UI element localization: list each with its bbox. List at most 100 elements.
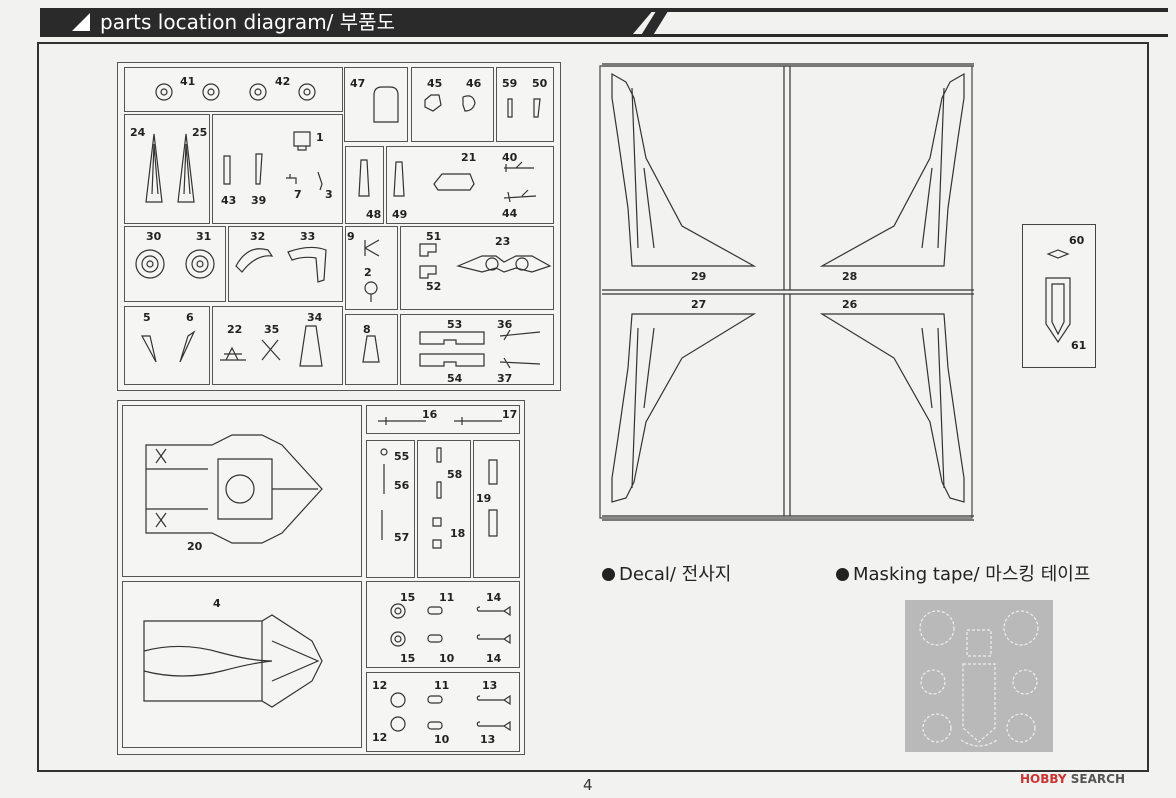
part-47-canopy xyxy=(373,86,399,123)
parts-49-21-40-44 xyxy=(393,161,537,203)
parts-1-43-39-7-3 xyxy=(223,131,323,191)
part-label-2: 2 xyxy=(364,266,372,279)
parts-51-52-23 xyxy=(419,243,552,279)
part-label-36: 36 xyxy=(497,318,513,331)
sprue-b-cell-4 xyxy=(122,581,362,748)
sprue-a-cell-51-23 xyxy=(400,226,554,310)
part-48 xyxy=(358,159,370,197)
sprue-b-cell-16-17 xyxy=(366,405,520,434)
sprue-a-cell-30-31 xyxy=(124,226,226,302)
part-label-7: 7 xyxy=(294,188,302,201)
sprue-b-cell-58-18 xyxy=(417,440,471,578)
part-label-29: 29 xyxy=(691,270,707,283)
parts-22-35-34 xyxy=(220,325,323,367)
part-label-6: 6 xyxy=(186,311,194,324)
part-label-21: 21 xyxy=(461,151,477,164)
bullet-icon xyxy=(602,568,615,581)
part-label-13a: 13 xyxy=(482,679,498,692)
part-label-47: 47 xyxy=(350,77,366,90)
parts-5-6 xyxy=(140,330,196,363)
part-label-10b: 10 xyxy=(434,733,450,746)
part-label-1: 1 xyxy=(316,131,324,144)
sprue-a-cell-53-54 xyxy=(400,314,554,385)
part-4-lower-fuselage xyxy=(143,614,323,708)
part-label-60: 60 xyxy=(1069,234,1085,247)
parts-58-18 xyxy=(432,447,442,549)
section-header: parts location diagram/ 부품도 xyxy=(0,0,1176,40)
watermark-suffix: SEARCH xyxy=(1070,772,1125,786)
sprue-a-cell-48 xyxy=(345,146,384,224)
sprue-a-cell-5-6 xyxy=(124,306,210,385)
sprue-b-cell-12-13 xyxy=(366,672,520,752)
parts-45-46 xyxy=(424,94,476,112)
part-label-12a: 12 xyxy=(372,679,388,692)
bullet-icon xyxy=(836,568,849,581)
parts-59-50 xyxy=(507,98,541,118)
hobby-search-watermark: HOBBY SEARCH xyxy=(1020,772,1125,786)
header-rule-top xyxy=(650,8,1168,12)
parts-16-17 xyxy=(378,417,502,425)
part-label-43: 43 xyxy=(221,194,237,207)
part-label-52: 52 xyxy=(426,280,442,293)
part-label-40: 40 xyxy=(502,151,518,164)
part-label-45: 45 xyxy=(427,77,443,90)
clear-parts-sprue xyxy=(1022,224,1096,368)
part-label-49: 49 xyxy=(392,208,408,221)
sprue-b-cell-55-57 xyxy=(366,440,415,578)
part-label-55: 55 xyxy=(394,450,410,463)
part-label-58: 58 xyxy=(447,468,463,481)
decal-label: Decal/ 전사지 xyxy=(619,564,732,585)
part-label-20: 20 xyxy=(187,540,203,553)
decal-heading: Decal/ 전사지 xyxy=(602,560,731,586)
part-label-35: 35 xyxy=(264,323,280,336)
diagram-frame xyxy=(37,42,1149,772)
parts-9-2 xyxy=(364,239,380,302)
part-label-56: 56 xyxy=(394,479,410,492)
part-label-4: 4 xyxy=(213,597,221,610)
parts-55-56-57 xyxy=(380,448,388,540)
part-19 xyxy=(488,459,498,537)
part-label-44: 44 xyxy=(502,207,518,220)
sprue-a-cell-47 xyxy=(344,67,408,142)
part-label-16: 16 xyxy=(422,408,438,421)
part-label-22: 22 xyxy=(227,323,243,336)
part-label-3: 3 xyxy=(325,188,333,201)
part-label-54: 54 xyxy=(447,372,463,385)
part-label-31: 31 xyxy=(196,230,212,243)
part-label-18: 18 xyxy=(450,527,466,540)
part-label-15a: 15 xyxy=(400,591,416,604)
part-label-57: 57 xyxy=(394,531,410,544)
page-number: 4 xyxy=(583,776,593,794)
part-label-61: 61 xyxy=(1071,339,1087,352)
part-label-24: 24 xyxy=(130,126,146,139)
sprue-a-cell-21-44 xyxy=(386,146,554,224)
part-label-32: 32 xyxy=(250,230,266,243)
part-label-13b: 13 xyxy=(480,733,496,746)
part-label-41: 41 xyxy=(180,75,196,88)
part-8 xyxy=(362,335,380,363)
part-label-10a: 10 xyxy=(439,652,455,665)
wheels-30-31 xyxy=(135,249,215,279)
part-label-11b: 11 xyxy=(434,679,450,692)
clear-parts-60-61 xyxy=(1045,249,1071,344)
parts-15-11-14-10 xyxy=(390,603,511,647)
masking-tape-shapes xyxy=(919,610,1039,747)
part-label-33: 33 xyxy=(300,230,316,243)
part-label-12b: 12 xyxy=(372,731,388,744)
part-label-17: 17 xyxy=(502,408,518,421)
sprue-a-cell-32-33 xyxy=(228,226,343,302)
sprue-a-cell-8 xyxy=(345,314,398,385)
part-label-23: 23 xyxy=(495,235,511,248)
part-label-42: 42 xyxy=(275,75,291,88)
part-label-50: 50 xyxy=(532,77,548,90)
masking-heading: Masking tape/ 마스킹 테이프 xyxy=(836,560,1090,586)
part-label-15b: 15 xyxy=(400,652,416,665)
part-label-53: 53 xyxy=(447,318,463,331)
part-label-26: 26 xyxy=(842,298,858,311)
part-label-34: 34 xyxy=(307,311,323,324)
part-label-30: 30 xyxy=(146,230,162,243)
hub-parts-41-42 xyxy=(155,83,316,101)
parts-24-25-struts xyxy=(145,133,195,203)
section-title: parts location diagram/ 부품도 xyxy=(100,10,395,34)
part-label-51: 51 xyxy=(426,230,442,243)
